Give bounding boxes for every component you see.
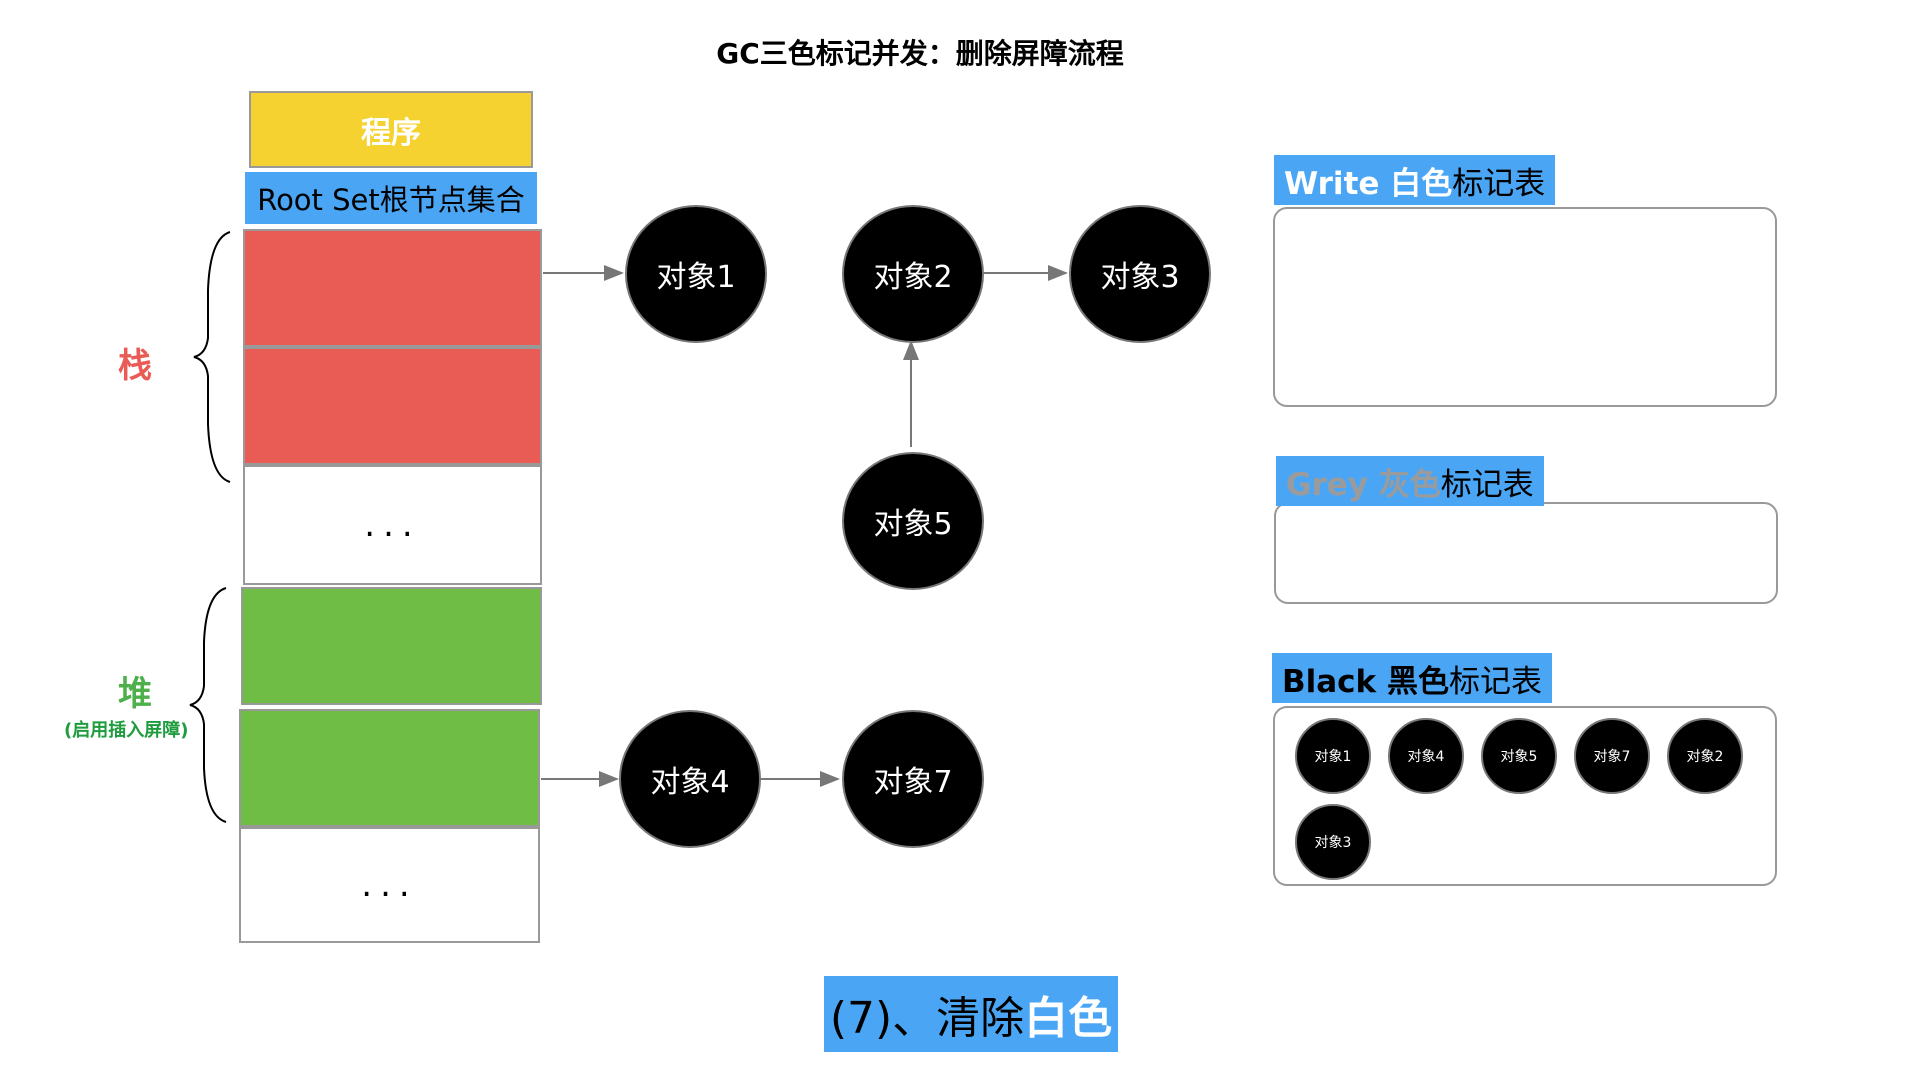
grey-mark-table (1274, 502, 1778, 604)
step-label: (7)、清除白色 (824, 976, 1118, 1052)
root-set-label: Root Set根节点集合 (245, 172, 537, 224)
heap-cell-ellipsis: ... (239, 827, 540, 943)
heap-barrier-note: (启用插入屏障) (64, 720, 189, 741)
heap-cell-1 (241, 587, 542, 705)
object5-node: 对象5 (842, 452, 984, 590)
stack-label: 栈 (118, 346, 152, 386)
grey-table-header: Grey 灰色标记表 (1276, 456, 1544, 506)
stack-cell-1 (243, 229, 542, 347)
object2-node: 对象2 (842, 205, 984, 343)
black-table-header: Black 黑色标记表 (1272, 653, 1552, 703)
object7-node: 对象7 (842, 710, 984, 848)
step-label-part1: (7)、清除 (829, 993, 1025, 1044)
black-table-title-part2: 标记表 (1448, 663, 1542, 700)
stack-brace (193, 231, 231, 483)
black-item-object4: 对象4 (1388, 718, 1464, 794)
object1-node: 对象1 (625, 205, 767, 343)
heap-label: 堆 (118, 674, 152, 714)
black-item-object3: 对象3 (1295, 804, 1371, 880)
black-item-object2: 对象2 (1667, 718, 1743, 794)
program-block: 程序 (249, 91, 533, 168)
heap-brace (189, 587, 227, 823)
black-item-object1: 对象1 (1295, 718, 1371, 794)
white-table-title-part1: Write 白色 (1284, 165, 1453, 202)
grey-table-title-part1: Grey 灰色 (1286, 466, 1441, 503)
object4-node: 对象4 (619, 710, 761, 848)
heap-cell-2 (239, 709, 540, 827)
black-item-object5: 对象5 (1481, 718, 1557, 794)
stack-cell-ellipsis: ... (243, 465, 542, 585)
grey-table-title-part2: 标记表 (1440, 466, 1534, 503)
black-table-title-part1: Black 黑色 (1282, 663, 1449, 700)
step-label-part2: 白色 (1024, 993, 1113, 1044)
diagram-title: GC三色标记并发：删除屏障流程 (716, 37, 1124, 70)
white-mark-table (1273, 207, 1777, 407)
object3-node: 对象3 (1069, 205, 1211, 343)
stack-cell-2 (243, 347, 542, 465)
white-table-title-part2: 标记表 (1452, 165, 1546, 202)
black-item-object7: 对象7 (1574, 718, 1650, 794)
white-table-header: Write 白色标记表 (1274, 155, 1556, 205)
